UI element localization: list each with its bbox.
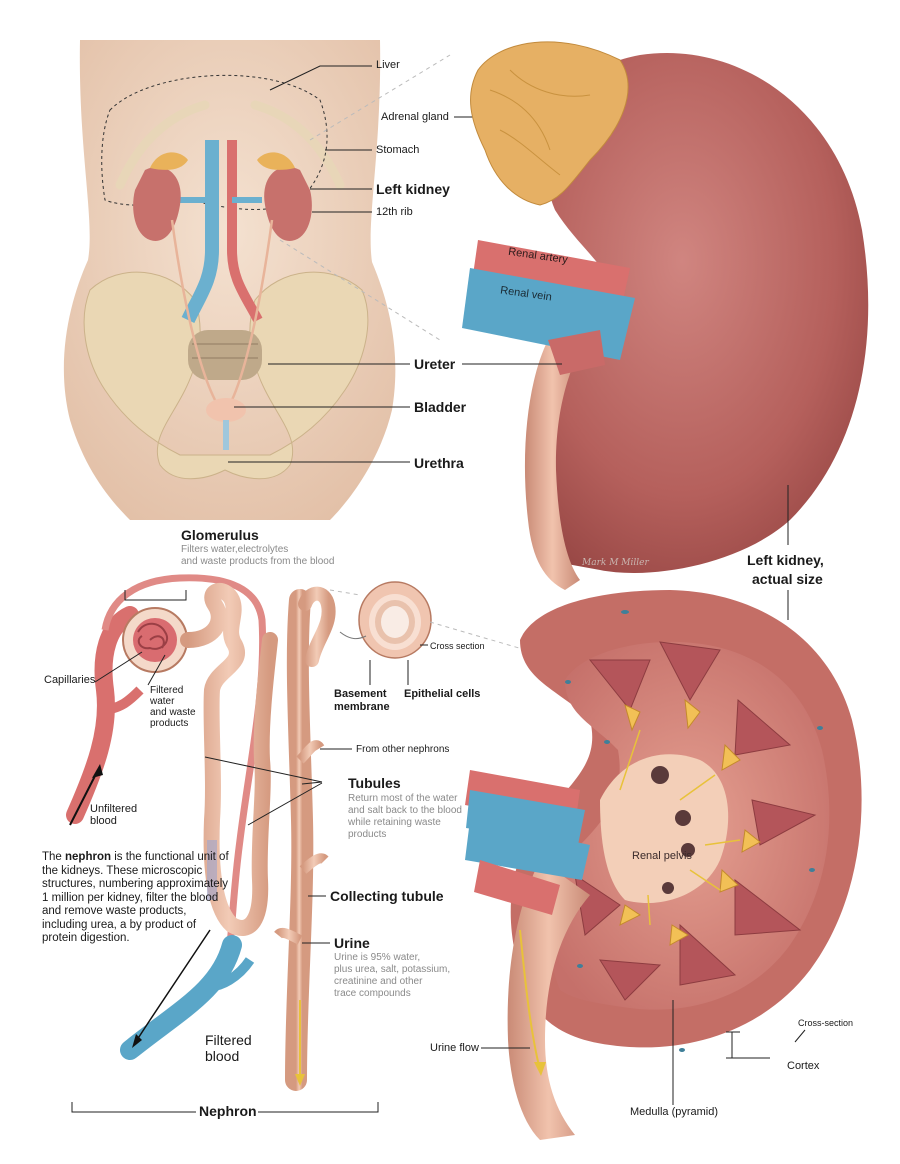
tubules-desc-1: Return most of the water bbox=[348, 793, 458, 804]
pelvis-bone bbox=[83, 271, 369, 480]
nephron-text-bold: nephron bbox=[65, 851, 112, 863]
calyces bbox=[619, 698, 761, 946]
label-basement-membrane-1: Basement bbox=[334, 688, 387, 700]
label-urethra: Urethra bbox=[414, 455, 464, 471]
nephron-description: The nephron is the functional unit of th… bbox=[42, 851, 232, 946]
nephron-text-post: is the functional unit of the kidneys. T… bbox=[42, 851, 229, 944]
tubules-desc-4: products bbox=[348, 829, 387, 840]
label-collecting-tubule: Collecting tubule bbox=[330, 888, 444, 904]
large-kidney bbox=[470, 41, 869, 573]
label-left-kidney-actual-2: actual size bbox=[752, 571, 823, 587]
section-leader-lines bbox=[481, 590, 806, 1105]
adrenal-gland-large bbox=[470, 41, 629, 206]
label-liver: Liver bbox=[376, 59, 400, 71]
nephron-text-pre: The bbox=[42, 851, 66, 863]
label-filtered-blood-1: Filtered bbox=[205, 1032, 252, 1048]
label-urine-flow: Urine flow bbox=[430, 1042, 479, 1054]
tubule-cross-section bbox=[339, 581, 432, 659]
nephron-diagram bbox=[66, 574, 336, 1091]
label-unfiltered-blood-1: Unfiltered bbox=[90, 803, 138, 815]
label-unfiltered-blood-2: blood bbox=[90, 815, 117, 827]
aorta-vena-cava bbox=[180, 140, 263, 324]
artist-signature: Mark M Miller bbox=[582, 558, 649, 568]
glomerulus-desc-2: and waste products from the blood bbox=[181, 556, 335, 567]
label-left-kidney-actual-1: Left kidney, bbox=[747, 552, 824, 568]
label-cross-section-tubule: Cross section bbox=[430, 641, 485, 651]
label-basement-membrane-2: membrane bbox=[334, 701, 390, 713]
label-stomach: Stomach bbox=[376, 144, 420, 156]
urine-desc-4: trace compounds bbox=[334, 988, 411, 999]
label-renal-pelvis: Renal pelvis bbox=[632, 850, 692, 862]
glomerulus-capillaries bbox=[133, 618, 177, 662]
kidney-cross-section bbox=[465, 590, 862, 1140]
tubules-desc-2: and salt back to the blood bbox=[348, 805, 462, 816]
label-filtered-water-2: water bbox=[150, 696, 175, 707]
label-glomerulus: Glomerulus bbox=[181, 527, 259, 543]
nephron-leader-lines bbox=[71, 590, 428, 1113]
small-kidneys bbox=[133, 152, 312, 450]
renal-vessels-large bbox=[462, 240, 635, 375]
label-medulla: Medulla (pyramid) bbox=[630, 1106, 719, 1118]
label-cross-section: Cross-section bbox=[798, 1018, 854, 1028]
label-capillaries: Capillaries bbox=[44, 674, 96, 686]
label-filtered-blood-2: blood bbox=[205, 1048, 240, 1064]
glomerulus-desc-1: Filters water,electrolytes bbox=[181, 544, 289, 555]
urine-desc-3: creatinine and other bbox=[334, 976, 423, 987]
label-from-other-nephrons: From other nephrons bbox=[356, 744, 450, 755]
urine-desc-1: Urine is 95% water, bbox=[334, 952, 421, 963]
label-bladder: Bladder bbox=[414, 399, 467, 415]
label-urine: Urine bbox=[334, 935, 370, 951]
ureter-large bbox=[524, 340, 580, 590]
body-leader-lines bbox=[228, 65, 480, 463]
label-epithelial-cells: Epithelial cells bbox=[404, 688, 481, 700]
label-filtered-water-1: Filtered bbox=[150, 685, 184, 696]
label-12th-rib: 12th rib bbox=[376, 206, 413, 218]
zoom-guide-lines bbox=[279, 54, 451, 341]
label-adrenal-gland: Adrenal gland bbox=[381, 111, 449, 123]
urine-desc-2: plus urea, salt, potassium, bbox=[334, 964, 451, 975]
label-ureter: Ureter bbox=[414, 356, 456, 372]
label-nephron: Nephron bbox=[199, 1103, 257, 1119]
tubules-desc-3: while retaining waste bbox=[348, 817, 441, 828]
label-filtered-water-3: and waste bbox=[150, 707, 196, 718]
label-tubules: Tubules bbox=[348, 775, 401, 791]
label-cortex: Cortex bbox=[787, 1060, 820, 1072]
label-filtered-water-4: products bbox=[150, 718, 189, 729]
label-left-kidney: Left kidney bbox=[376, 181, 450, 197]
